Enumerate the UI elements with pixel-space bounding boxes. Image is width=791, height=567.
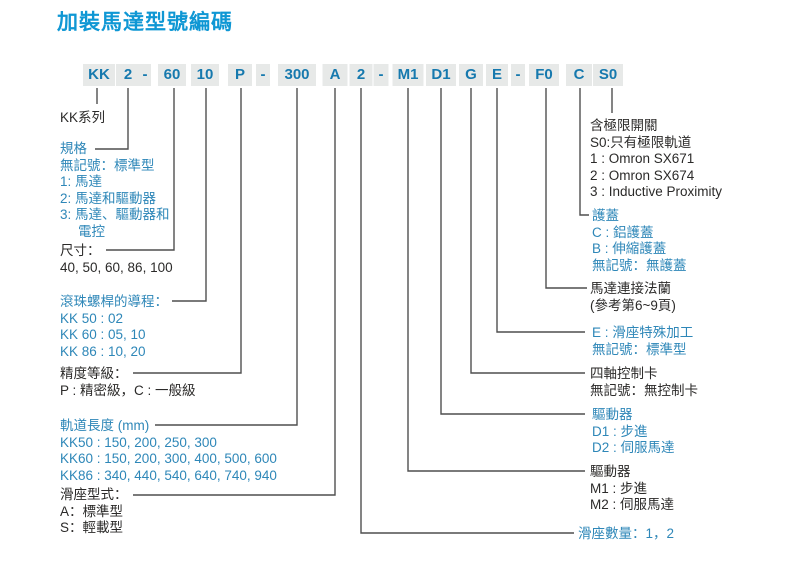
text-line: M2 : 伺服馬達 — [590, 497, 675, 512]
block-heading: 軌道長度 (mm) — [60, 418, 150, 433]
text-line: 1 : Omron SX671 — [590, 151, 695, 166]
connector-cover — [579, 88, 589, 216]
model-segment-a: A — [322, 64, 348, 86]
text-line: 電控 — [78, 223, 105, 239]
block-slide-type: 滑座型式： A：標準型 S：輕載型 — [60, 487, 128, 537]
text-line: D2 : 伺服馬達 — [592, 440, 675, 455]
model-segment-60: 60 — [158, 64, 186, 86]
block-precision-grade: 精度等級： P : 精密級，C : 一般級 — [60, 366, 196, 399]
model-segment-e: E — [486, 64, 508, 86]
model-segment-dash1: - — [139, 64, 151, 86]
block-heading: 滾珠螺桿的導程： — [60, 294, 168, 309]
model-segment-s0: S0 — [593, 64, 623, 86]
model-segment-dash4: - — [511, 64, 525, 86]
text-line: (參考第6~9頁) — [590, 297, 676, 313]
text-line: D1 : 步進 — [592, 423, 648, 439]
block-slide-quantity: 滑座數量：1，2 — [578, 526, 674, 543]
text-line: 無記號：標準型 — [60, 157, 155, 173]
text-line: B : 伸縮護蓋 — [592, 241, 667, 256]
text-line: 無記號：無護蓋 — [592, 257, 687, 273]
block-ballscrew-lead: 滾珠螺桿的導程： KK 50 : 02 KK 60 : 05, 10 KK 86… — [60, 294, 168, 360]
text-line: KK 60 : 05, 10 — [60, 327, 146, 342]
connector-driver-d — [440, 88, 585, 415]
model-segment-c: C — [566, 64, 592, 86]
text-line: 2: 馬達和驅動器 — [60, 190, 157, 206]
text-line: P : 精密級，C : 一般級 — [60, 382, 196, 398]
block-heading: 驅動器 — [592, 407, 633, 422]
model-segment-2b: 2 — [349, 64, 373, 86]
block-size: 尺寸： 40, 50, 60, 86, 100 — [60, 243, 173, 276]
text-line: 3 : Inductive Proximity — [590, 184, 723, 199]
block-heading: 馬達連接法蘭 — [590, 281, 671, 296]
block-heading: 尺寸： — [60, 243, 101, 258]
model-segment-300: 300 — [278, 64, 316, 86]
block-driver-m: 驅動器 M1 : 步進 M2 : 伺服馬達 — [590, 464, 674, 514]
model-segment-m1: M1 — [392, 64, 424, 86]
text-line: KK50 : 150, 200, 250, 300 — [60, 434, 217, 450]
block-rail-length: 軌道長度 (mm) KK50 : 150, 200, 250, 300 KK60… — [60, 418, 277, 484]
block-heading: 滑座型式： — [60, 487, 128, 502]
text-line: M1 : 步進 — [590, 480, 648, 496]
text-line: 40, 50, 60, 86, 100 — [60, 259, 173, 275]
text-line: A：標準型 — [60, 503, 124, 519]
block-heading: E : 滑座特殊加工 — [592, 325, 694, 340]
connector-slide-type — [133, 88, 336, 496]
model-segment-d1: D1 — [426, 64, 456, 86]
text-line: S0:只有極限軌道 — [590, 134, 692, 150]
block-kk-series: KK系列 — [60, 110, 105, 127]
model-segment-2a: 2 — [116, 64, 140, 86]
block-cover: 護蓋 C : 鋁護蓋 B : 伸縮護蓋 無記號：無護蓋 — [592, 208, 687, 274]
text-line: KK86 : 340, 440, 540, 640, 740, 940 — [60, 467, 277, 483]
text-line: 3: 馬達、驅動器和 — [60, 207, 170, 222]
text-line: 無記號：無控制卡 — [590, 382, 698, 398]
connector-precision — [133, 88, 242, 374]
block-driver-d: 驅動器 D1 : 步進 D2 : 伺服馬達 — [592, 407, 675, 457]
connector-motor-flange — [545, 88, 587, 289]
text-line: KK60 : 150, 200, 300, 400, 500, 600 — [60, 451, 277, 466]
block-spec: 規格 無記號：標準型 1: 馬達 2: 馬達和驅動器 3: 馬達、驅動器和 電控 — [60, 141, 170, 240]
block-heading: 滑座數量：1，2 — [578, 526, 675, 541]
connector-slide-qty — [360, 88, 574, 534]
connector-lead — [172, 88, 207, 302]
text-line: KK 50 : 02 — [60, 310, 124, 326]
text-line: 1: 馬達 — [60, 174, 103, 189]
model-segment-p: P — [228, 64, 252, 86]
block-motor-flange: 馬達連接法蘭 (參考第6~9頁) — [590, 281, 676, 314]
model-segment-10: 10 — [191, 64, 219, 86]
block-heading: 護蓋 — [592, 208, 619, 223]
page-title: 加裝馬達型號編碼 — [57, 11, 233, 34]
text-line: 2 : Omron SX674 — [590, 167, 695, 183]
block-heading: 驅動器 — [590, 464, 631, 479]
block-heading: 四軸控制卡 — [590, 366, 658, 381]
model-segment-dash2: - — [256, 64, 270, 86]
block-heading: 含極限開關 — [590, 118, 658, 133]
block-heading: 精度等級： — [60, 366, 128, 381]
text-line: S：輕載型 — [60, 520, 124, 535]
block-heading: KK系列 — [60, 110, 106, 125]
connector-rail-length — [155, 88, 298, 426]
connector-control-card — [470, 88, 585, 374]
connector-spec — [95, 88, 129, 150]
block-control-card: 四軸控制卡 無記號：無控制卡 — [590, 366, 698, 399]
connector-special-machining — [496, 88, 585, 333]
connector-size — [106, 88, 175, 251]
text-line: 無記號：標準型 — [592, 341, 687, 357]
model-segment-f0: F0 — [529, 64, 559, 86]
block-special-machining: E : 滑座特殊加工 無記號：標準型 — [592, 325, 693, 358]
block-limit-switch: 含極限開關 S0:只有極限軌道 1 : Omron SX671 2 : Omro… — [590, 118, 722, 201]
text-line: C : 鋁護蓋 — [592, 224, 654, 240]
model-segment-g: G — [459, 64, 483, 86]
block-heading: 規格 — [60, 141, 87, 156]
text-line: KK 86 : 10, 20 — [60, 343, 146, 359]
connector-motor-driver-m — [407, 88, 585, 472]
model-segment-kk: KK — [83, 64, 115, 86]
model-segment-dash3: - — [373, 64, 389, 86]
